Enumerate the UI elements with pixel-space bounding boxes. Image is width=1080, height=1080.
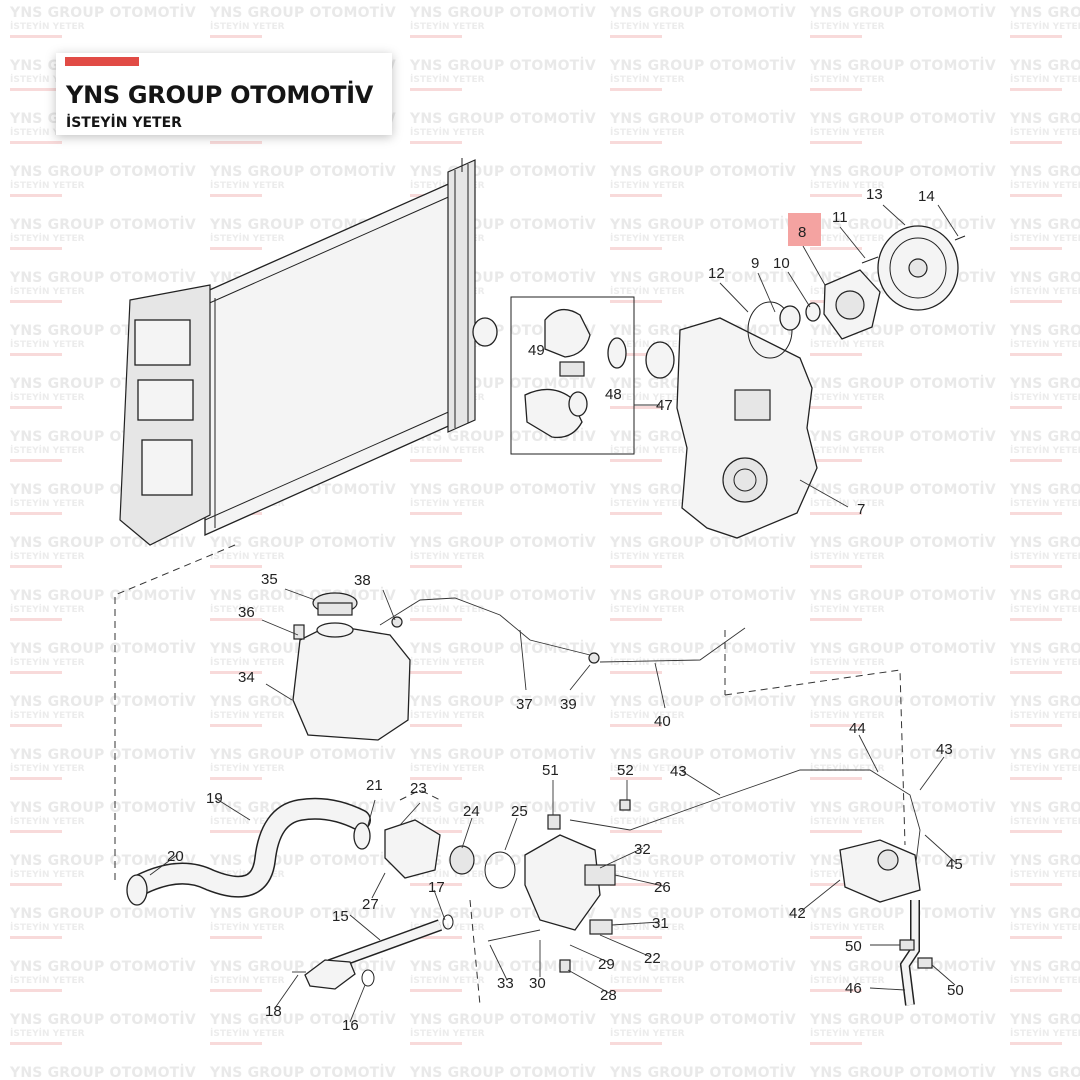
- callout-15: 15: [332, 908, 349, 925]
- hose-connector-inset: [510, 296, 655, 455]
- callout-17: 17: [428, 879, 445, 896]
- callout-46: 46: [845, 980, 862, 997]
- callout-28: 28: [600, 987, 617, 1004]
- callout-50a: 50: [845, 938, 862, 955]
- callout-12: 12: [708, 265, 725, 282]
- brand-logo-card: YNS GROUP OTOMOTİV İSTEYİN YETER: [56, 53, 392, 135]
- callout-23: 23: [410, 780, 427, 797]
- callout-13: 13: [866, 186, 883, 203]
- callout-49: 49: [528, 342, 545, 359]
- callout-40: 40: [654, 713, 671, 730]
- callout-21: 21: [366, 777, 383, 794]
- callout-52: 52: [617, 762, 634, 779]
- thermostat-housing: [384, 799, 631, 973]
- highlighted-part-marker: [788, 213, 821, 246]
- callout-7: 7: [857, 501, 865, 518]
- callout-36: 36: [238, 604, 255, 621]
- callout-26: 26: [654, 879, 671, 896]
- brand-name: YNS GROUP OTOMOTİV: [66, 81, 374, 109]
- lower-radiator-hose: [126, 797, 371, 906]
- coolant-pipe: [292, 914, 454, 990]
- callout-9: 9: [751, 255, 759, 272]
- callout-43b: 43: [936, 741, 953, 758]
- callout-50b: 50: [947, 982, 964, 999]
- hoses-upper: [379, 597, 746, 664]
- callout-32: 32: [634, 841, 651, 858]
- callout-38: 38: [354, 572, 371, 589]
- callout-11: 11: [832, 209, 848, 226]
- callout-42: 42: [789, 905, 806, 922]
- callout-20: 20: [167, 848, 184, 865]
- brand-tagline: İSTEYİN YETER: [66, 115, 182, 131]
- callout-37: 37: [516, 696, 533, 713]
- callout-35: 35: [261, 571, 278, 588]
- callout-16: 16: [342, 1017, 359, 1034]
- assembly-guide-lines: [114, 544, 906, 1006]
- radiator: [119, 158, 498, 546]
- brand-accent-bar: [65, 57, 139, 66]
- expansion-tank: [292, 592, 411, 741]
- callout-34: 34: [238, 669, 255, 686]
- heater-pipe-valve: [569, 769, 933, 1006]
- callout-33: 33: [497, 975, 514, 992]
- callout-51: 51: [542, 762, 559, 779]
- callout-14: 14: [918, 188, 935, 205]
- callout-24: 24: [463, 803, 480, 820]
- callout-44: 44: [849, 720, 866, 737]
- callout-47: 47: [656, 397, 673, 414]
- callout-29: 29: [598, 956, 615, 973]
- callout-18: 18: [265, 1003, 282, 1020]
- callout-leaders: [149, 204, 959, 1023]
- callout-43a: 43: [670, 763, 687, 780]
- callout-31: 31: [652, 915, 669, 932]
- callout-39: 39: [560, 696, 577, 713]
- callout-48: 48: [605, 386, 622, 403]
- callout-45: 45: [946, 856, 963, 873]
- water-pump-assembly: [747, 225, 966, 359]
- callout-30: 30: [529, 975, 546, 992]
- engine-front-cover: [645, 317, 849, 539]
- callout-25: 25: [511, 803, 528, 820]
- callout-27: 27: [362, 896, 379, 913]
- callout-22: 22: [644, 950, 661, 967]
- callout-19: 19: [206, 790, 223, 807]
- callout-10: 10: [773, 255, 790, 272]
- callout-labels: 7 8 9 10 11 12 13 14 15 16 17 18 19 20 2…: [167, 186, 964, 1034]
- callout-8: 8: [798, 224, 806, 241]
